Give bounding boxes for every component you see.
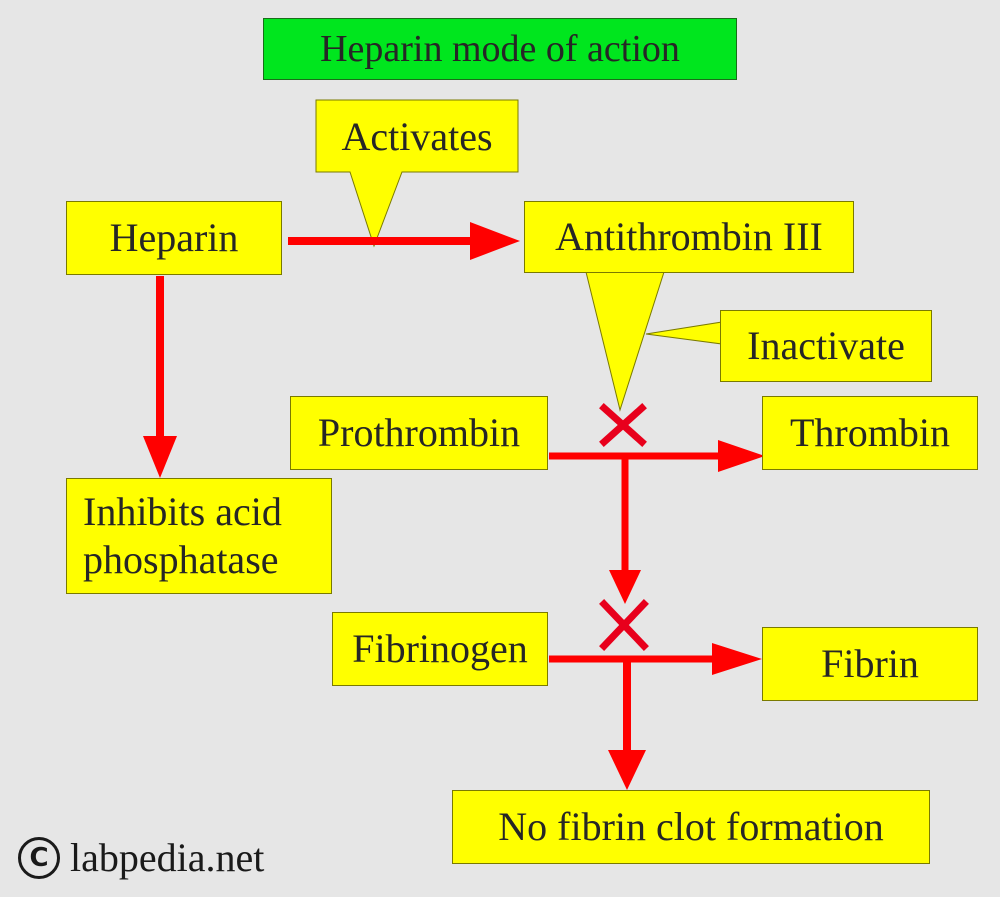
node-antithrombin: Antithrombin III xyxy=(524,201,854,273)
node-fibrinogen: Fibrinogen xyxy=(332,612,548,686)
arrow-heparin-to-antithrombin xyxy=(288,222,520,260)
diagram-title-text: Heparin mode of action xyxy=(320,28,680,70)
node-heparin: Heparin xyxy=(66,201,282,275)
arrow-to-no-clot xyxy=(608,659,646,790)
watermark: C labpedia.net xyxy=(18,834,264,881)
watermark-text: labpedia.net xyxy=(70,835,265,880)
arrow-prothrombin-to-thrombin xyxy=(549,440,765,472)
node-inhibits-line1: Inhibits acid xyxy=(83,489,282,534)
node-inhibits-line2: phosphatase xyxy=(83,537,279,582)
arrow-heparin-to-inhibits xyxy=(143,276,177,478)
node-no-fibrin-clot: No fibrin clot formation xyxy=(452,790,930,864)
node-antithrombin-label: Antithrombin III xyxy=(555,214,823,259)
node-prothrombin: Prothrombin xyxy=(290,396,548,470)
inactivate-text: Inactivate xyxy=(747,323,905,368)
activates-text: Activates xyxy=(341,113,493,159)
node-fibrinogen-label: Fibrinogen xyxy=(352,626,528,671)
activates-callout-shape xyxy=(315,99,519,248)
arrow-fibrinogen-to-fibrin xyxy=(549,643,762,675)
block-cross-mark-upper xyxy=(599,403,647,447)
antithrombin-pointer xyxy=(585,271,665,412)
node-no-fibrin-clot-label: No fibrin clot formation xyxy=(498,804,884,849)
inactivate-callout-tail xyxy=(645,321,723,345)
diagram-title: Heparin mode of action xyxy=(263,18,737,80)
node-fibrin: Fibrin xyxy=(762,627,978,701)
copyright-icon: C xyxy=(18,836,60,879)
node-prothrombin-label: Prothrombin xyxy=(317,410,521,455)
node-thrombin: Thrombin xyxy=(762,396,978,470)
node-fibrin-label: Fibrin xyxy=(821,641,919,686)
block-cross-mark-lower xyxy=(599,599,649,651)
arrow-thrombin-to-fibrinogen-conversion xyxy=(609,456,641,604)
inactivate-callout: Inactivate xyxy=(720,310,932,382)
node-inhibits-acid-phosphatase: Inhibits acid phosphatase xyxy=(66,478,332,594)
activates-callout-label: Activates xyxy=(316,100,518,172)
node-thrombin-label: Thrombin xyxy=(790,410,950,455)
node-heparin-label: Heparin xyxy=(109,215,239,260)
